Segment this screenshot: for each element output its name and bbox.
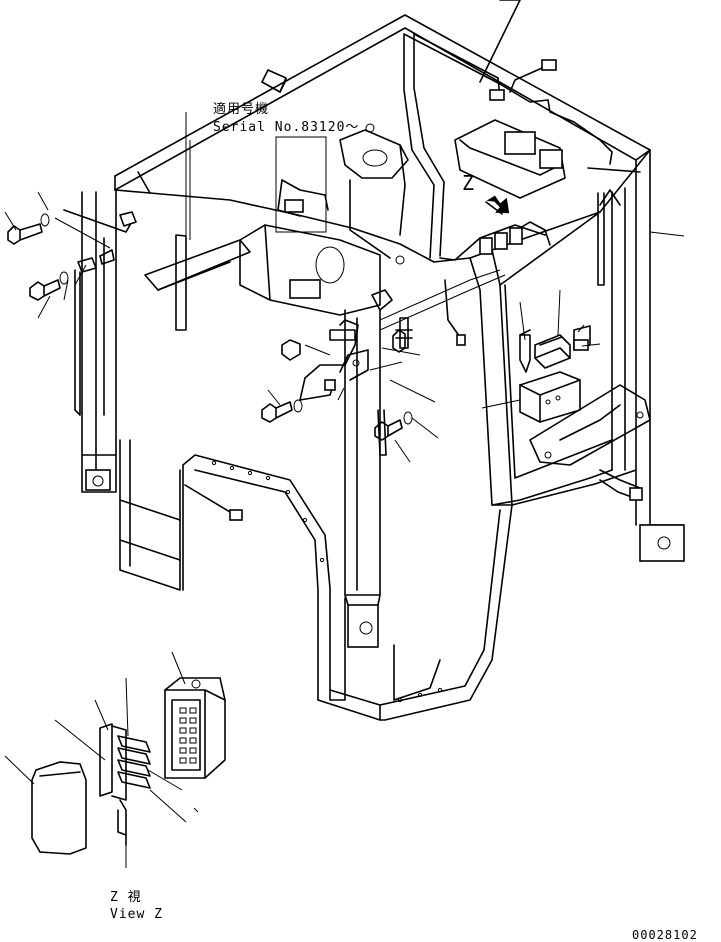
door-frame: [119, 439, 513, 721]
front-right-pillar: [597, 149, 685, 562]
drawing-number: 00028102: [632, 928, 698, 942]
left-rear-pillar: [81, 189, 187, 493]
view-z-caption-en: View Z: [110, 907, 163, 922]
wiper-motor-assembly: [144, 123, 409, 316]
leader-lines: [4, 112, 685, 463]
windshield-frame: [469, 211, 637, 506]
wiring-harness: [184, 221, 551, 521]
view-z-arrow: [485, 195, 510, 215]
roof-console: [454, 0, 566, 199]
view-z-marker: Z: [462, 171, 476, 195]
roof-frame: [114, 14, 651, 263]
view-z-caption-jp: Z 視: [110, 890, 142, 905]
right-side-console: [519, 325, 651, 501]
serial-applicability-jp: 適用号機: [213, 102, 270, 117]
front-left-pillar: [344, 309, 387, 648]
view-z-detail: [4, 651, 226, 868]
fuse-slots: [179, 707, 197, 764]
serial-applicability-en: Serial No.83120～: [213, 120, 360, 135]
